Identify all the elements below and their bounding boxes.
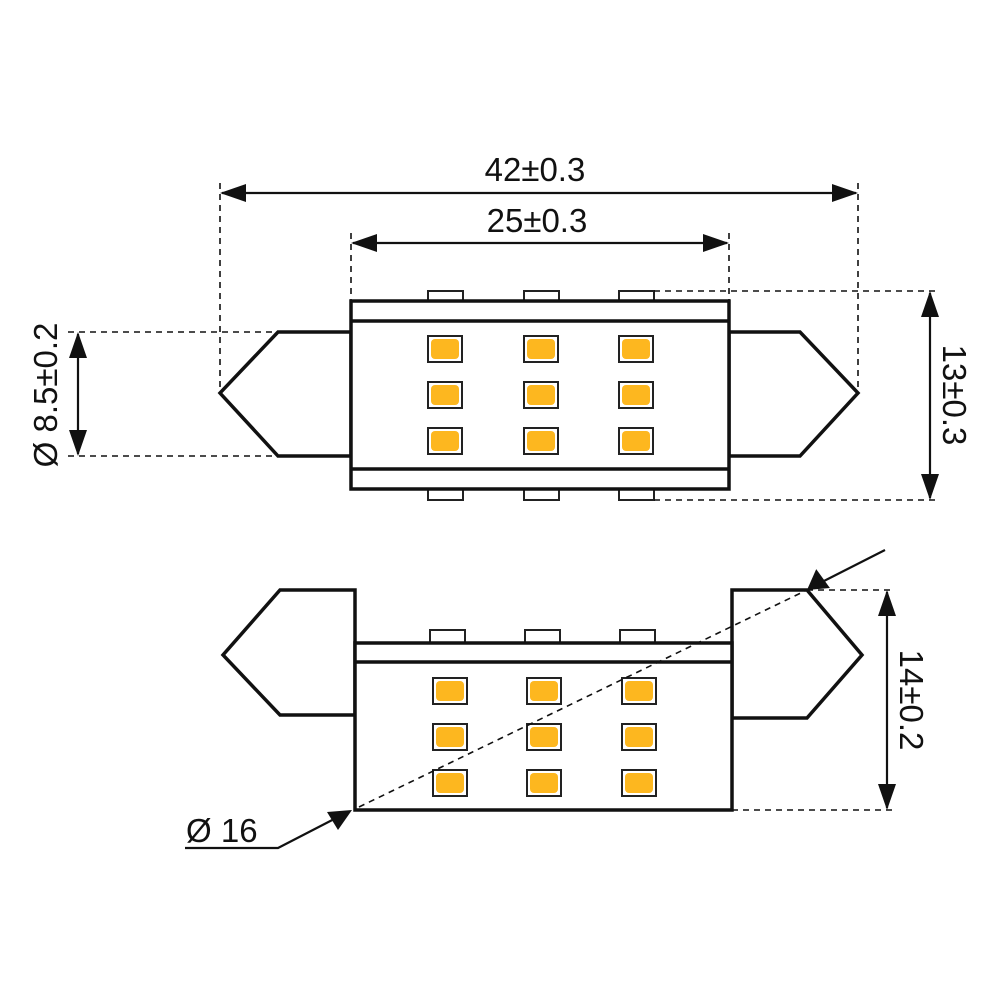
led-emitter: [530, 773, 558, 793]
cap-diameter-label: Ø 8.5±0.2: [27, 323, 64, 468]
left-cap: [217, 330, 353, 458]
led-emitter: [622, 385, 650, 405]
led-emitter: [530, 681, 558, 701]
top-pads: [429, 629, 656, 644]
led-emitter: [622, 339, 650, 359]
side-view: Ø 16 14±0.2: [185, 549, 930, 850]
led-emitter: [431, 431, 459, 451]
led-emitter: [431, 385, 459, 405]
overall-length-label: 42±0.3: [485, 151, 586, 188]
right-cap: [730, 588, 865, 720]
led-emitter: [625, 681, 653, 701]
led-emitter: [622, 431, 650, 451]
led-emitter: [530, 727, 558, 747]
led-grid-side: [432, 677, 657, 797]
led-emitter: [527, 339, 555, 359]
led-emitter: [625, 773, 653, 793]
top-view: 42±0.3 25±0.3 13±0.3 Ø 8.5±0.2: [27, 151, 973, 501]
right-cap: [727, 330, 861, 458]
led-grid-top: [427, 335, 654, 455]
led-emitter: [527, 431, 555, 451]
led-emitter: [625, 727, 653, 747]
body-length-label: 25±0.3: [487, 202, 588, 239]
height-label: 13±0.3: [936, 345, 973, 446]
led-emitter: [431, 339, 459, 359]
led-emitter: [436, 727, 464, 747]
diameter-label: Ø 16: [186, 812, 258, 849]
led-emitter: [527, 385, 555, 405]
left-cap: [220, 588, 357, 717]
led-emitter: [436, 773, 464, 793]
led-emitter: [436, 681, 464, 701]
top-pads: [427, 290, 655, 501]
side-height-label: 14±0.2: [893, 650, 930, 751]
